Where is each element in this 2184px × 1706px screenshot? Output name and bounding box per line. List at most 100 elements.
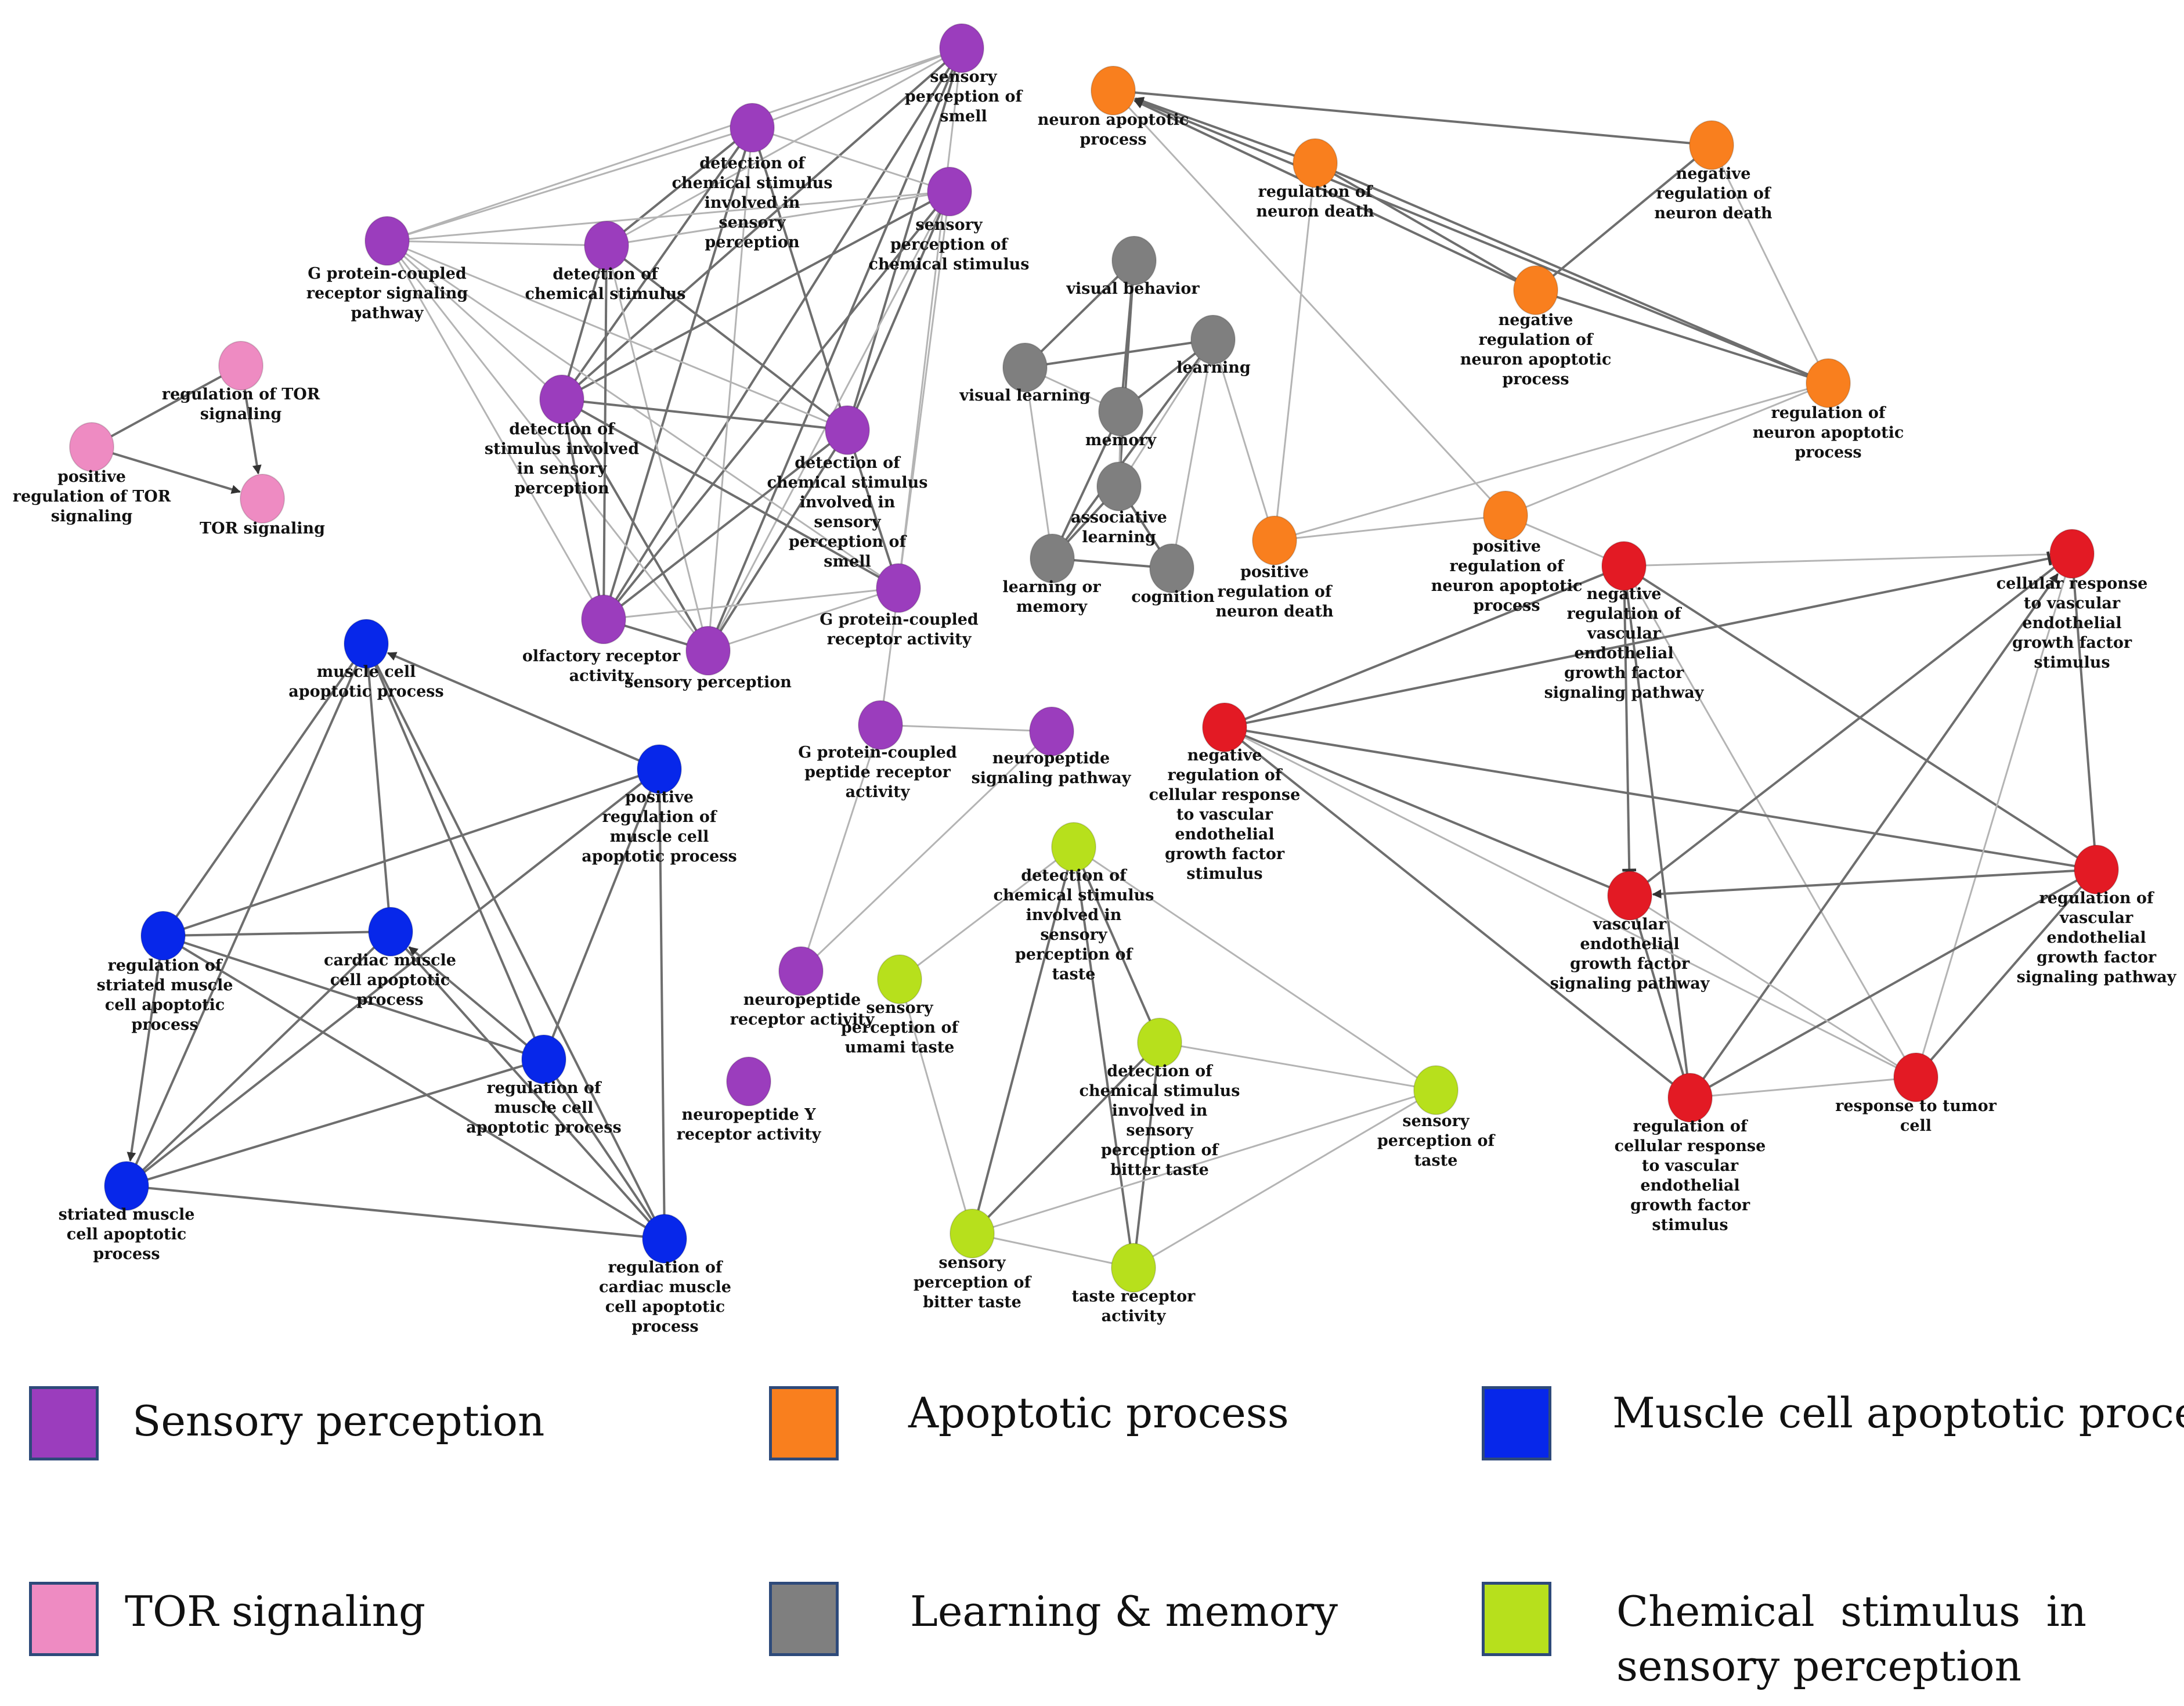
edge-cardiac_apo-to-muscle_apo xyxy=(365,643,392,932)
node-label-cognition: cognition xyxy=(1131,588,1215,606)
edge-vegf_path-to-tumor xyxy=(1629,895,1916,1079)
edge-gpcr_path-to-det_stim xyxy=(386,240,563,401)
edge-cardiac_apo-to-reg_cmcap xyxy=(389,930,666,1240)
edge-reg_vegf_path-to-vegf_path xyxy=(1652,868,2097,899)
node-circle-learning xyxy=(1190,315,1236,365)
node-circle-pos-nd xyxy=(1252,515,1297,565)
node-circle-dcs-sensory xyxy=(730,103,775,153)
edge-reg_vegf_path-to-reg_cell_resp xyxy=(1690,868,2097,1099)
node-memory: memory xyxy=(1085,387,1157,449)
edge-taste_rec-to-sp_taste xyxy=(1133,1089,1436,1269)
edge-dcs_sensory-to-sp_chem xyxy=(752,127,950,193)
edge-muscle_apo-to-striated_apo xyxy=(125,643,367,1186)
node-circle-tumor xyxy=(1893,1052,1938,1102)
edge-neg_cell_resp-to-tumor xyxy=(1224,726,1916,1079)
edge-cell_resp_vegf-to-vegf_path xyxy=(1629,553,2073,897)
edge-dcs_smell-to-olfactory xyxy=(602,429,849,621)
node-circle-pos-tor xyxy=(69,422,114,472)
edge-sp_chem-to-dcs_smell xyxy=(846,191,951,431)
edge-gpcr_pep-to-neuropep_sig xyxy=(880,724,1052,733)
edge-gpcr_path-to-det_chem xyxy=(387,240,607,247)
node-circle-reg-smcap xyxy=(140,911,186,961)
edge-gpcr_path-to-gpcr_act xyxy=(387,240,899,589)
edge-vegf_path-to-reg_cell_resp xyxy=(1629,895,1691,1098)
edge-dcs_sensory-to-det_stim xyxy=(561,127,753,401)
edge-gpcr_path-to-olfactory xyxy=(386,240,605,620)
edge-learning-to-assoc xyxy=(1118,339,1214,487)
edge-vis_beh-to-vis_learn xyxy=(1024,259,1135,369)
edge-tumor-to-cell_resp_vegf xyxy=(1915,553,2073,1078)
edge-smell-to-dcs_sensory xyxy=(752,47,962,129)
edge-sp_chem-to-gpcr_act xyxy=(897,191,951,589)
node-circle-gpcr-pep xyxy=(858,700,903,750)
node-circle-neuron-apo xyxy=(1091,66,1136,116)
node-circle-muscle-apo xyxy=(344,619,389,669)
edge-smell-to-dcs_smell xyxy=(846,48,963,431)
edge-dcs_taste-to-sp_taste xyxy=(1073,846,1436,1091)
edge-reg_smcap-to-reg_mcap xyxy=(163,935,544,1061)
edge-cardiac_apo-to-striated_apo xyxy=(125,930,392,1187)
node-circle-assoc xyxy=(1096,461,1142,511)
node-circle-det-stim xyxy=(539,374,584,424)
edge-reg_mcap-to-reg_cmcap xyxy=(543,1058,666,1240)
edge-pos_mcap-to-muscle_apo xyxy=(387,652,660,770)
edge-neg_nd-to-neuron_apo xyxy=(1113,89,1712,146)
edge-dcs_sensory-to-gpcr_path xyxy=(387,127,753,242)
node-circle-smell xyxy=(939,23,984,73)
node-circle-dcs-bitter xyxy=(1137,1018,1182,1067)
edge-learning-to-cognition xyxy=(1171,339,1214,569)
node-circle-cell-resp-vegf xyxy=(2049,529,2095,579)
node-circle-reg-nd xyxy=(1293,138,1338,188)
edge-det_chem-to-det_stim xyxy=(561,245,608,400)
node-circle-neg-nap xyxy=(1513,265,1558,315)
edge-reg_smcap-to-cardiac_apo xyxy=(163,930,391,937)
node-circle-reg-vegf-path xyxy=(2074,845,2119,895)
edge-reg_vegf_path-to-cell_resp_vegf xyxy=(2071,553,2098,870)
edge-sp_bitter-to-sp_taste xyxy=(972,1089,1436,1235)
node-sensory-perc: sensory perception xyxy=(624,626,792,691)
edge-neg_vegf_path-to-reg_cell_resp xyxy=(1623,565,1691,1098)
edge-sensory_perc-to-gpcr_act xyxy=(707,587,899,652)
